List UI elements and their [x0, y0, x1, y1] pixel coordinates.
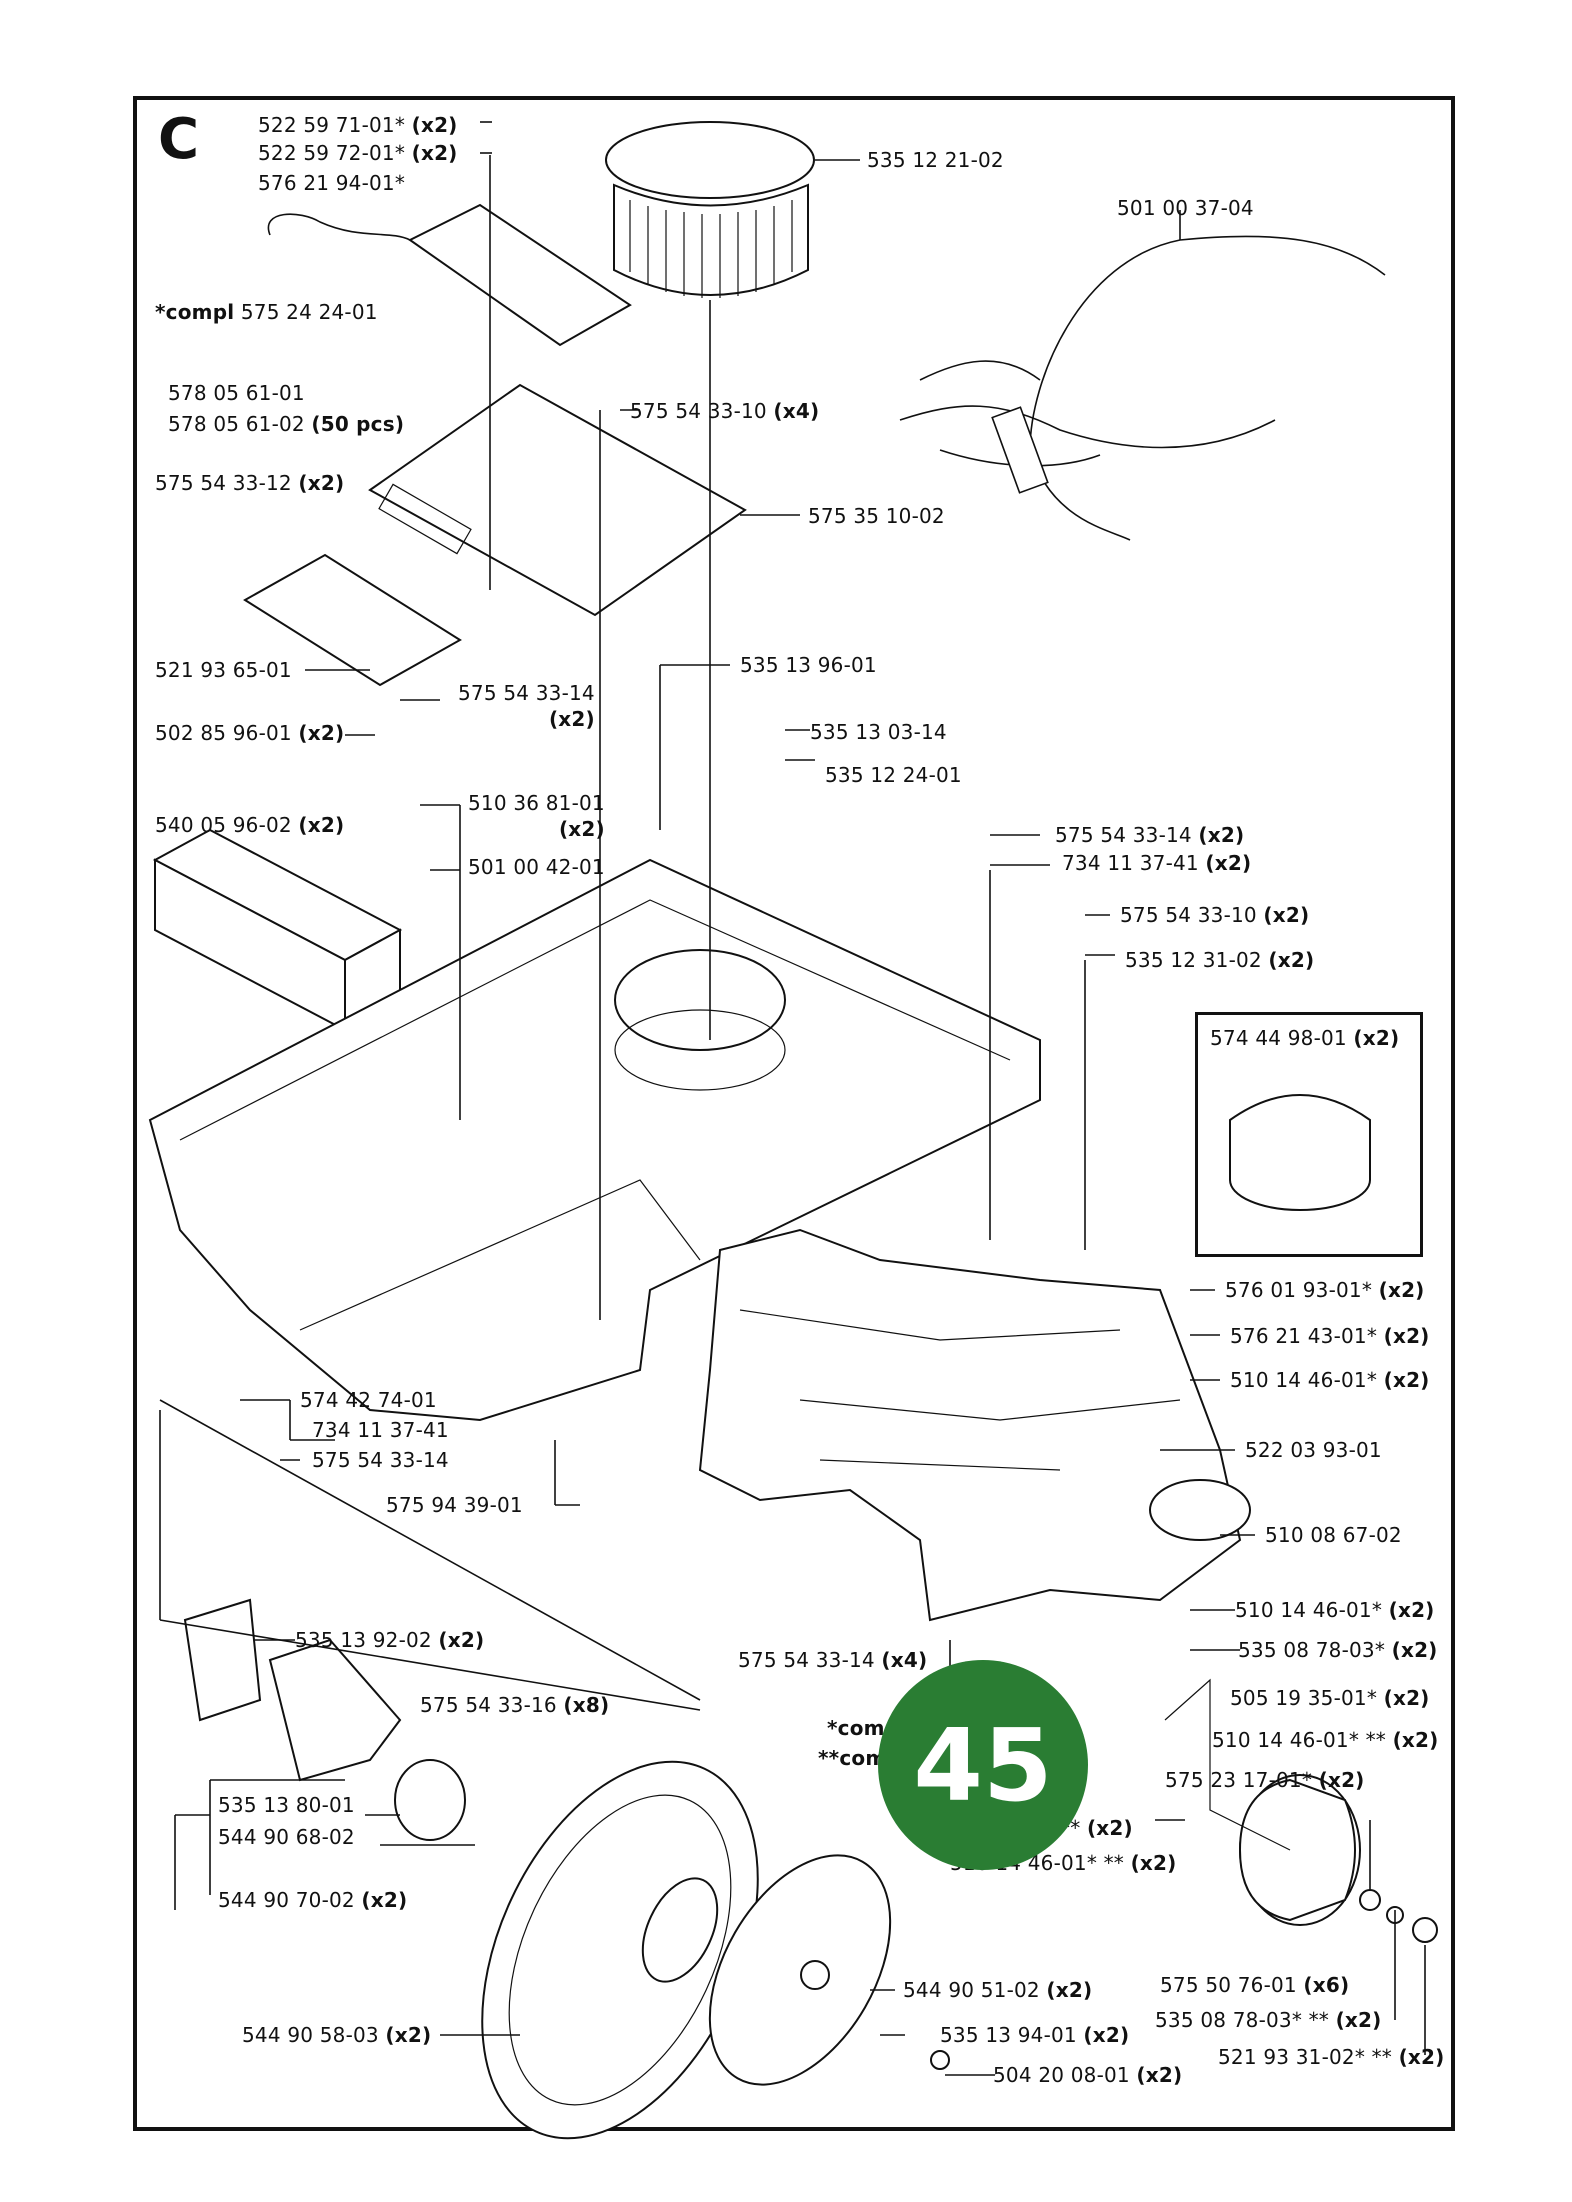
part-label: 544 90 68-02 [218, 1825, 355, 1849]
sub-board [243, 553, 462, 687]
front-wheel [1164, 1678, 1438, 1943]
section-letter: C [158, 107, 200, 172]
drive-ring-part [605, 121, 815, 298]
part-label: 544 90 70-02 (x2) [218, 1888, 408, 1912]
part-label: 575 54 33-14 (x2) [1055, 823, 1245, 847]
part-label: 504 20 08-01 (x2) [993, 2063, 1183, 2087]
part-label: 501 00 42-01 [468, 855, 605, 879]
part-label: 505 19 35-01* (x2) [1230, 1686, 1430, 1710]
part-label: 575 54 33-10 (x4) [630, 399, 820, 423]
part-label: 576 01 93-01* (x2) [1225, 1278, 1425, 1302]
part-label: 575 54 33-14 [312, 1448, 449, 1472]
part-label: 522 03 93-01 [1245, 1438, 1382, 1462]
hub-cap [708, 1854, 950, 2086]
motor-assembly [183, 1598, 466, 1841]
part-label: 510 14 46-01* (x2) [1235, 1598, 1435, 1622]
part-label: 521 93 65-01 [155, 658, 292, 682]
part-label: 544 90 58-03 (x2) [242, 2023, 432, 2047]
part-label: 522 59 72-01* (x2) [258, 141, 458, 165]
part-label: 535 12 21-02 [867, 148, 1004, 172]
part-label: 734 11 37-41 [312, 1418, 449, 1442]
part-label: 540 05 96-02 (x2) [155, 813, 345, 837]
part-label: 535 08 78-03* ** (x2) [1155, 2008, 1382, 2032]
part-label: 535 12 24-01 [825, 763, 962, 787]
part-label: 575 54 33-14 (x4) [738, 1648, 928, 1672]
part-label: **com [818, 1746, 887, 1770]
inset-wheel [1229, 1094, 1371, 1211]
part-label: 575 35 10-02 [808, 504, 945, 528]
part-label: 535 13 92-02 (x2) [295, 1628, 485, 1652]
part-label: 502 85 96-01 (x2) [155, 721, 345, 745]
control-board-top [408, 203, 632, 347]
part-label: 522 59 71-01* (x2) [258, 113, 458, 137]
page-number-badge: 45 [878, 1660, 1088, 1870]
part-label: 544 90 51-02 (x2) [903, 1978, 1093, 2002]
diagram-frame [133, 96, 1455, 2131]
part-label: 734 11 37-41 (x2) [1062, 851, 1252, 875]
inset-box [1195, 1012, 1423, 1257]
part-label: *com [827, 1716, 885, 1740]
drive-wheel [481, 1760, 759, 2140]
part-label: 501 00 37-04 [1117, 196, 1254, 220]
part-label: 535 13 96-01 [740, 653, 877, 677]
part-label: *compl 575 24 24-01 [155, 300, 378, 324]
part-label: 510 36 81-01(x2) [468, 791, 605, 841]
part-label: 535 13 94-01 (x2) [940, 2023, 1130, 2047]
part-label: 510 14 46-01* (x2) [1230, 1368, 1430, 1392]
part-label: ** (x2) [1060, 1816, 1133, 1840]
part-label: 535 13 80-01 [218, 1793, 355, 1817]
part-label: 575 54 33-16 (x8) [420, 1693, 610, 1717]
part-label: 535 08 78-03* (x2) [1238, 1638, 1438, 1662]
part-label: 535 12 31-02 (x2) [1125, 948, 1315, 972]
part-label: 575 54 33-10 (x2) [1120, 903, 1310, 927]
lower-chassis [698, 1228, 1251, 1622]
connector-cable [267, 213, 411, 241]
part-label: 575 54 33-12 (x2) [155, 471, 345, 495]
part-label: 535 13 03-14 [810, 720, 947, 744]
part-label: 574 42 74-01 [300, 1388, 437, 1412]
part-label: 510 08 67-02 [1265, 1523, 1402, 1547]
part-label: 578 05 61-01 [168, 381, 305, 405]
part-label: 574 44 98-01 (x2) [1210, 1026, 1400, 1050]
wire-harness [899, 235, 1386, 541]
part-label: 575 94 39-01 [386, 1493, 523, 1517]
part-label: 578 05 61-02 (50 pcs) [168, 412, 405, 436]
part-label: 521 93 31-02* ** (x2) [1218, 2045, 1445, 2069]
part-label: 575 50 76-01 (x6) [1160, 1973, 1350, 1997]
part-label: 575 54 33-14(x2) [458, 681, 595, 731]
part-label: 575 23 17-01* (x2) [1165, 1768, 1365, 1792]
part-label: 576 21 43-01* (x2) [1230, 1324, 1430, 1348]
part-label: 510 14 46-01* ** (x2) [1212, 1728, 1439, 1752]
part-label: 576 21 94-01* [258, 171, 406, 195]
battery-pack [152, 828, 403, 1032]
main-board [368, 383, 747, 617]
leader-lines [159, 121, 1426, 2076]
chassis-body [148, 858, 1041, 1422]
